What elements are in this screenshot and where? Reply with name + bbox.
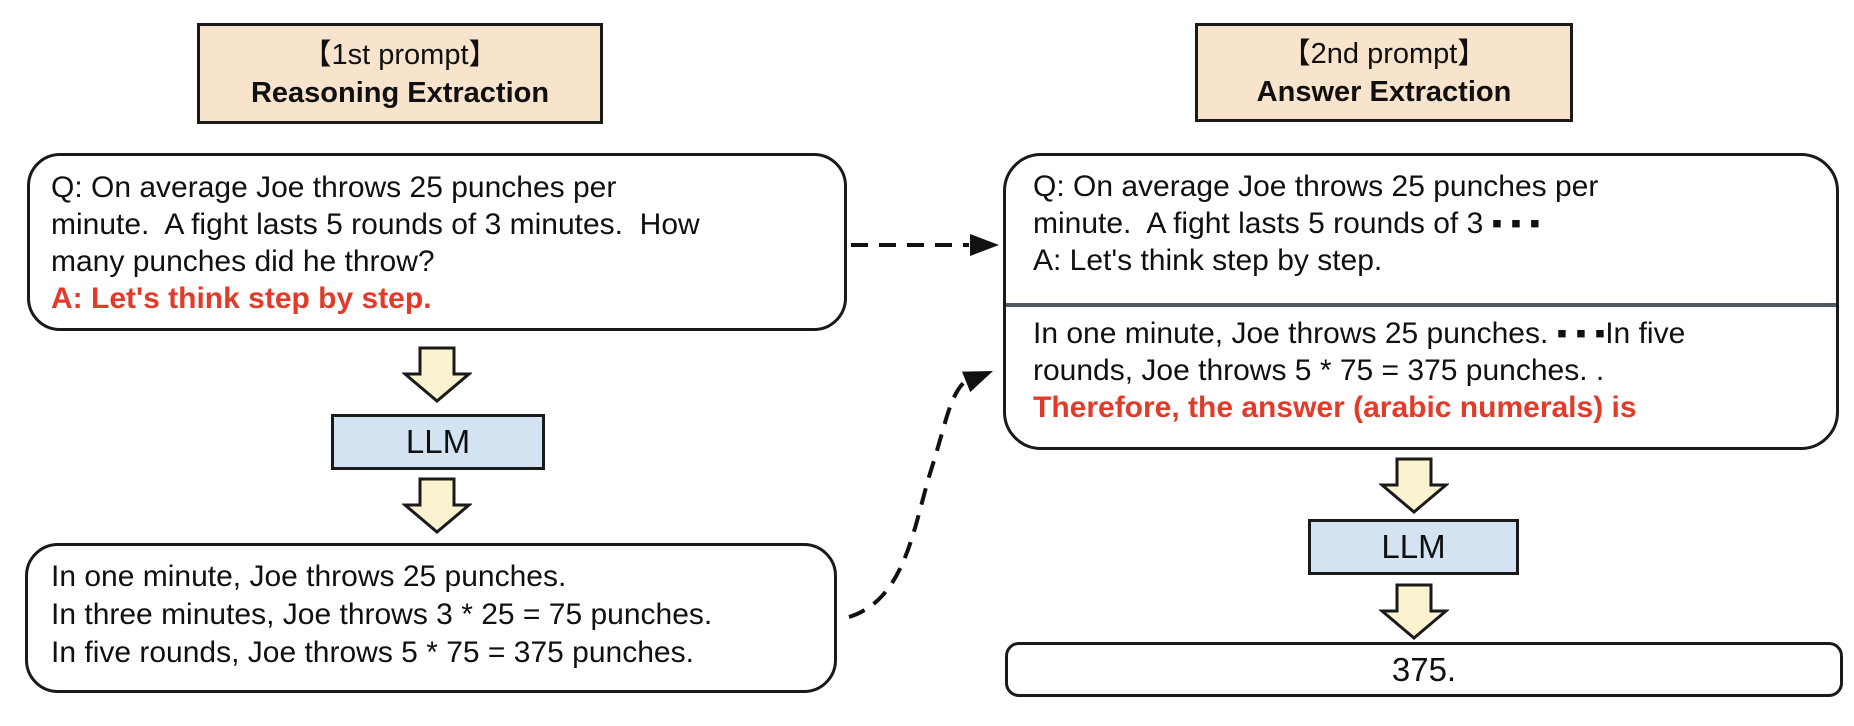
reasoning-output-box: In one minute, Joe throws 25 punches. In… [25,543,837,693]
second-prompt-reasoning-section: In one minute, Joe throws 25 punches. ▪ … [1033,315,1685,426]
question-line: minute. A fight lasts 5 rounds of 3 ▪ ▪ … [1033,207,1541,240]
second-prompt-tag: 【2nd prompt】 [1281,37,1487,70]
final-answer-box: 375. [1005,642,1843,697]
cot-trigger-line: A: Let's think step by step. [51,282,432,315]
reasoning-line: In three minutes, Joe throws 3 * 25 = 75… [51,598,713,631]
second-prompt-question-section: Q: On average Joe throws 25 punches per … [1033,168,1598,279]
cot-trigger-line: A: Let's think step by step. [1033,244,1383,277]
question-line: Q: On average Joe throws 25 punches per [51,171,617,204]
first-prompt-title: Reasoning Extraction [250,76,550,109]
question-line: many punches did he throw? [51,245,435,278]
first-prompt-tag: 【1st prompt】 [302,38,498,71]
reasoning-line: In one minute, Joe throws 25 punches. [51,560,567,593]
section-divider [1006,303,1836,307]
question-box: Q: On average Joe throws 25 punches per … [27,153,847,331]
first-prompt-header: 【1st prompt】 Reasoning Extraction [197,23,603,124]
down-block-arrow-icon [1379,583,1449,640]
question-line: Q: On average Joe throws 25 punches per [1033,170,1599,203]
down-block-arrow-icon [1379,457,1449,514]
reasoning-line: In one minute, Joe throws 25 punches. ▪ … [1033,317,1686,350]
answer-trigger-line: Therefore, the answer (arabic numerals) … [1033,391,1637,424]
dashed-arrow-reasoning-to-second-prompt [848,377,970,619]
llm-box-left: LLM [331,414,545,470]
arrowhead-upright-icon [961,371,993,393]
question-line: minute. A fight lasts 5 rounds of 3 minu… [51,208,700,241]
down-block-arrow-icon [402,346,472,403]
second-prompt-header: 【2nd prompt】 Answer Extraction [1195,23,1573,122]
arrowhead-right-icon [970,234,999,256]
second-prompt-title: Answer Extraction [1256,75,1512,108]
llm-box-right: LLM [1308,519,1519,575]
second-prompt-box: Q: On average Joe throws 25 punches per … [1003,153,1839,450]
down-block-arrow-icon [402,477,472,534]
reasoning-line: rounds, Joe throws 5 * 75 = 375 punches.… [1033,354,1605,387]
reasoning-line: In five rounds, Joe throws 5 * 75 = 375 … [51,636,694,669]
